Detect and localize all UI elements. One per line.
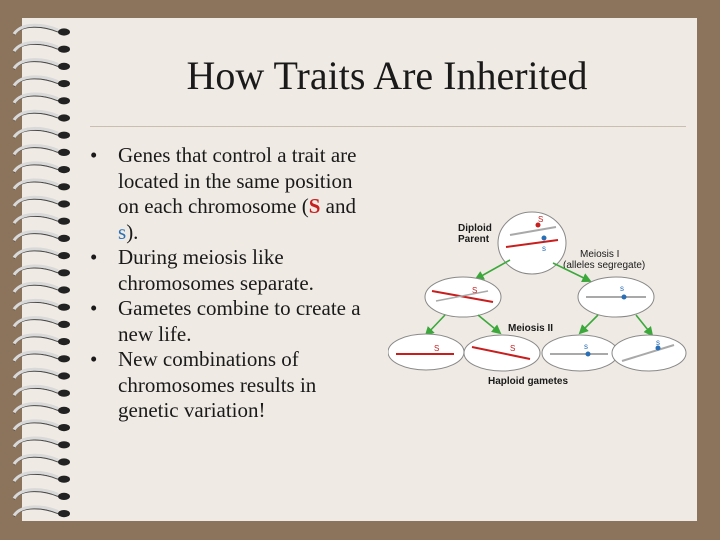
bullet-text: and	[320, 194, 356, 218]
gamete-cell	[611, 334, 687, 372]
arrow	[635, 314, 654, 337]
diploid-parent-cell	[497, 211, 567, 275]
binding-coil	[12, 161, 70, 174]
bullet-item: Genes that control a trait are located i…	[88, 143, 378, 245]
binding-coil	[12, 109, 70, 122]
binding-coil	[12, 316, 70, 328]
bullet-list: Genes that control a trait are located i…	[88, 143, 378, 424]
allele-label: s	[656, 338, 660, 347]
binding-coil	[12, 230, 70, 242]
binding-coil	[12, 436, 70, 449]
meiosis-i-cell-left	[424, 276, 502, 318]
bullet-text: Gametes combine to create a new life.	[118, 296, 361, 346]
allele-label: s	[584, 342, 588, 351]
meiosis-diagram: S s Diploid Parent Meiosis I (alleles se…	[388, 211, 687, 387]
spiral-binding	[12, 23, 70, 518]
binding-coil	[12, 298, 70, 311]
parent-label: Parent	[458, 234, 490, 245]
gamete-cell	[463, 334, 541, 372]
binding-coil	[12, 247, 70, 260]
binding-coil	[12, 212, 70, 225]
allele-dominant: S	[308, 194, 321, 218]
allele-label: S	[538, 215, 543, 224]
binding-coil	[12, 505, 70, 518]
bullet-item: During meiosis like chromosomes separate…	[88, 245, 378, 296]
bullet-text: During meiosis like chromosomes separate…	[118, 245, 314, 295]
arrow	[578, 314, 599, 335]
arrow	[424, 314, 446, 337]
binding-coil	[12, 58, 70, 70]
binding-coil	[12, 23, 70, 36]
gamete-cell	[541, 334, 619, 372]
title-divider	[90, 126, 686, 127]
allele-label: S	[510, 344, 515, 353]
bullet-text: New combinations of chromosomes results …	[118, 347, 317, 422]
bullet-text: ).	[126, 219, 139, 244]
gamete-cell	[388, 333, 465, 371]
bullet-text: Genes that control a trait are located i…	[118, 143, 357, 218]
diploid-label: Diploid	[458, 223, 492, 234]
binding-coil	[12, 333, 70, 346]
binding-coil	[12, 126, 70, 139]
binding-coil	[12, 144, 70, 156]
binding-coil	[12, 264, 70, 277]
bullet-item: Gametes combine to create a new life.	[88, 296, 378, 347]
binding-coil	[12, 92, 70, 105]
binding-coil	[12, 195, 70, 208]
bullet-item: New combinations of chromosomes results …	[88, 347, 378, 424]
alleles-segregate-label: (alleles segregate)	[563, 260, 645, 271]
slide-title: How Traits Are Inherited	[186, 53, 588, 98]
binding-coil	[12, 402, 70, 414]
binding-coil	[12, 419, 70, 432]
allele-label: s	[620, 284, 624, 293]
binding-coil	[12, 488, 70, 500]
meiosis-i-cell-right	[577, 276, 655, 318]
allele-label: S	[472, 286, 477, 295]
binding-coil	[12, 350, 70, 363]
binding-coil	[12, 453, 70, 466]
binding-coil	[12, 367, 70, 380]
binding-coil	[12, 384, 70, 397]
meiosis-ii-label: Meiosis II	[508, 323, 553, 334]
haploid-gametes-label: Haploid gametes	[488, 376, 568, 387]
arrow	[477, 314, 502, 335]
binding-coil	[12, 281, 70, 294]
arrow	[474, 259, 511, 280]
arrow	[552, 262, 592, 282]
allele-label: S	[434, 344, 439, 353]
binding-coil	[12, 75, 70, 88]
meiosis-i-label: Meiosis I	[580, 249, 619, 260]
binding-coil	[12, 178, 70, 191]
allele-recessive: s	[118, 219, 127, 244]
allele-label: s	[542, 244, 546, 253]
binding-coil	[12, 470, 70, 483]
binding-coil	[12, 40, 70, 53]
